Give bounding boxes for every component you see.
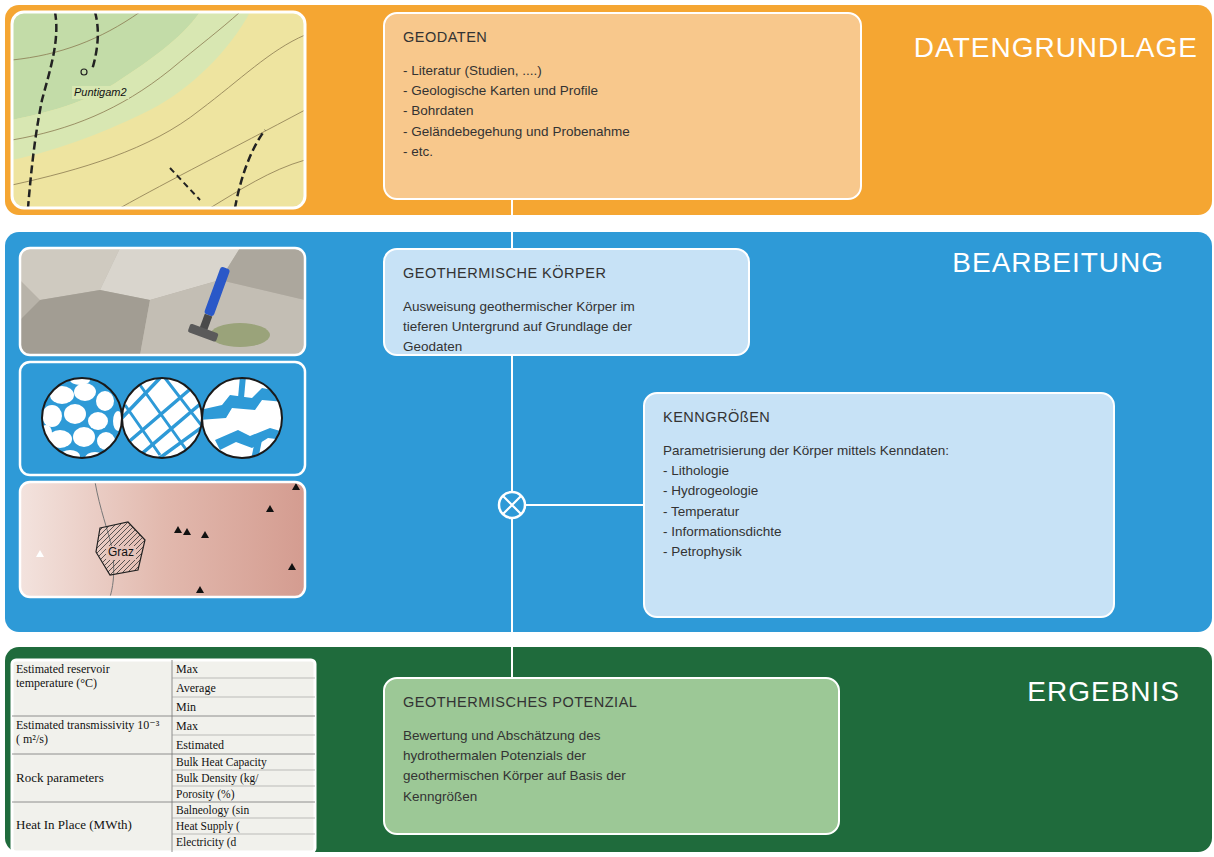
table-cell: Estimated transmissivity 10⁻³ ( m²/s) bbox=[16, 719, 166, 747]
box-heading: GEODATEN bbox=[403, 28, 842, 47]
table-cell: Average bbox=[176, 682, 216, 696]
panel-frame bbox=[20, 482, 305, 597]
box-body-text: - Geländebegehung und Probenahme bbox=[403, 122, 842, 142]
temperature-map bbox=[20, 482, 305, 597]
geological-map bbox=[12, 12, 305, 208]
process-box: KENNGRÖßEN Parametrisierung der Körper mi… bbox=[643, 392, 1115, 618]
box-body-text: - Literatur (Studien, ....) bbox=[403, 61, 842, 81]
table-cell: Max bbox=[176, 720, 198, 734]
table-cell: Rock parameters bbox=[16, 771, 166, 786]
box-heading: KENNGRÖßEN bbox=[663, 408, 1095, 427]
table-cell: Heat Supply ( bbox=[176, 820, 240, 833]
panel-frame bbox=[12, 12, 305, 208]
table-cell: Electricity (d bbox=[176, 836, 236, 849]
box-heading: GEOTHERMISCHE KÖRPER bbox=[403, 264, 730, 283]
box-heading: GEOTHERMISCHES POTENZIAL bbox=[403, 693, 820, 712]
box-body-text: - Informationsdichte bbox=[663, 522, 1095, 542]
connector-line bbox=[511, 200, 513, 248]
band-title: BEARBEITUNG bbox=[952, 246, 1164, 280]
junction-symbol bbox=[499, 492, 525, 518]
table-cell: Max bbox=[176, 663, 198, 677]
table-cell: Porosity (%) bbox=[176, 788, 234, 801]
box-body-text: - Temperatur bbox=[663, 502, 1095, 522]
box-body-text: - Hydrogeologie bbox=[663, 481, 1095, 501]
box-body-text: - Geologische Karten und Profile bbox=[403, 81, 842, 101]
table-cell: Bulk Density (kg/ bbox=[176, 772, 258, 785]
band-title: DATENGRUNDLAGE bbox=[914, 31, 1198, 65]
table-cell: Bulk Heat Capacity bbox=[176, 756, 267, 769]
box-body-text: - Petrophysik bbox=[663, 542, 1095, 562]
table-cell: Min bbox=[176, 701, 196, 715]
panel-frame bbox=[20, 248, 305, 355]
map-label: Graz bbox=[106, 546, 136, 560]
table-cell: Heat In Place (MWth) bbox=[16, 818, 166, 833]
box-body-text: - Lithologie bbox=[663, 461, 1095, 481]
table-cell: Estimated bbox=[176, 739, 224, 753]
table-cell: Estimated reservoir temperature (°C) bbox=[16, 663, 166, 691]
map-label: Puntigam2 bbox=[72, 86, 129, 99]
box-body-text: Ausweisung geothermischer Körper im tief… bbox=[403, 297, 653, 358]
box-body-text: - etc. bbox=[403, 142, 842, 162]
process-box: GEODATEN - Literatur (Studien, ....)- Geo… bbox=[383, 12, 862, 200]
box-body-text: - Bohrdaten bbox=[403, 101, 842, 121]
table-cell: Balneology (sin bbox=[176, 804, 249, 817]
pore-type-symbols bbox=[20, 362, 305, 475]
rock-photo bbox=[20, 248, 305, 355]
box-body-text: Parametrisierung der Körper mittels Kenn… bbox=[663, 441, 1095, 461]
band-title: ERGEBNIS bbox=[1027, 675, 1180, 709]
box-body-text: Bewertung und Abschätzung des hydrotherm… bbox=[403, 726, 683, 807]
result-table-photo bbox=[12, 660, 315, 852]
result-box: GEOTHERMISCHES POTENZIAL Bewertung und Ab… bbox=[383, 677, 840, 835]
process-box: GEOTHERMISCHE KÖRPER Ausweisung geothermi… bbox=[383, 248, 750, 356]
